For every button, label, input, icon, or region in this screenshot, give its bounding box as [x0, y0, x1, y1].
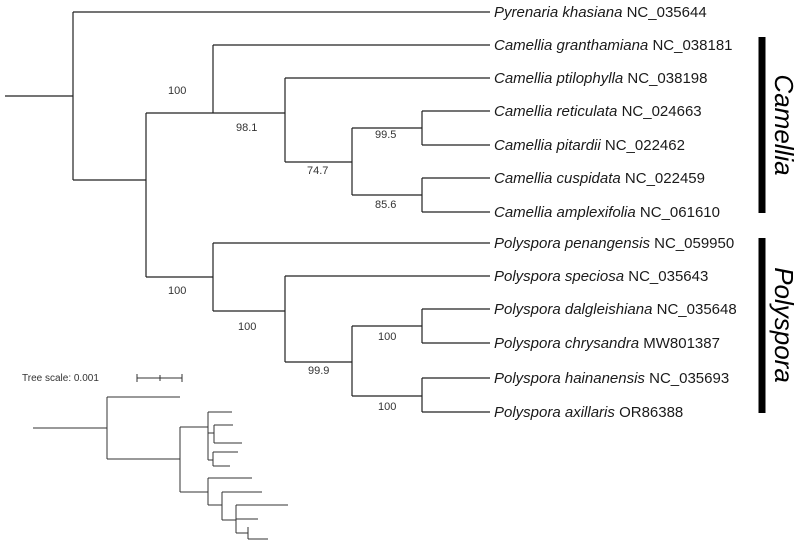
- taxon-label: Polyspora penangensis NC_059950: [494, 235, 734, 252]
- support-value: 100: [168, 85, 186, 97]
- taxon-label: Camellia amplexifolia NC_061610: [494, 204, 720, 221]
- branch-length-tree: [33, 396, 288, 540]
- support-value: 99.5: [375, 129, 396, 141]
- taxon-label: Camellia ptilophylla NC_038198: [494, 70, 707, 87]
- taxon-label: Polyspora dalgleishiana NC_035648: [494, 301, 737, 318]
- taxon-label: Polyspora speciosa NC_035643: [494, 268, 708, 285]
- support-value: 99.9: [308, 365, 329, 377]
- polyspora-clade-label: Polyspora: [769, 267, 799, 383]
- support-value: 85.6: [375, 199, 396, 211]
- support-value: 74.7: [307, 165, 328, 177]
- taxon-label-highlighted: Polyspora axillaris OR86388: [494, 404, 683, 421]
- support-value: 100: [378, 331, 396, 343]
- taxon-label: Camellia cuspidata NC_022459: [494, 170, 705, 187]
- support-value: 100: [378, 401, 396, 413]
- support-value: 98.1: [236, 122, 257, 134]
- support-value: 100: [168, 285, 186, 297]
- support-value: 100: [238, 321, 256, 333]
- tree-scale-label: Tree scale: 0.001: [22, 373, 99, 384]
- taxon-label: Camellia reticulata NC_024663: [494, 103, 702, 120]
- taxon-label: Polyspora chrysandra MW801387: [494, 335, 720, 352]
- taxon-label: Camellia granthamiana NC_038181: [494, 37, 733, 54]
- taxon-label: Camellia pitardii NC_022462: [494, 137, 685, 154]
- camellia-clade-label: Camellia: [769, 74, 799, 175]
- taxon-label: Pyrenaria khasiana NC_035644: [494, 4, 707, 21]
- taxon-label: Polyspora hainanensis NC_035693: [494, 370, 729, 387]
